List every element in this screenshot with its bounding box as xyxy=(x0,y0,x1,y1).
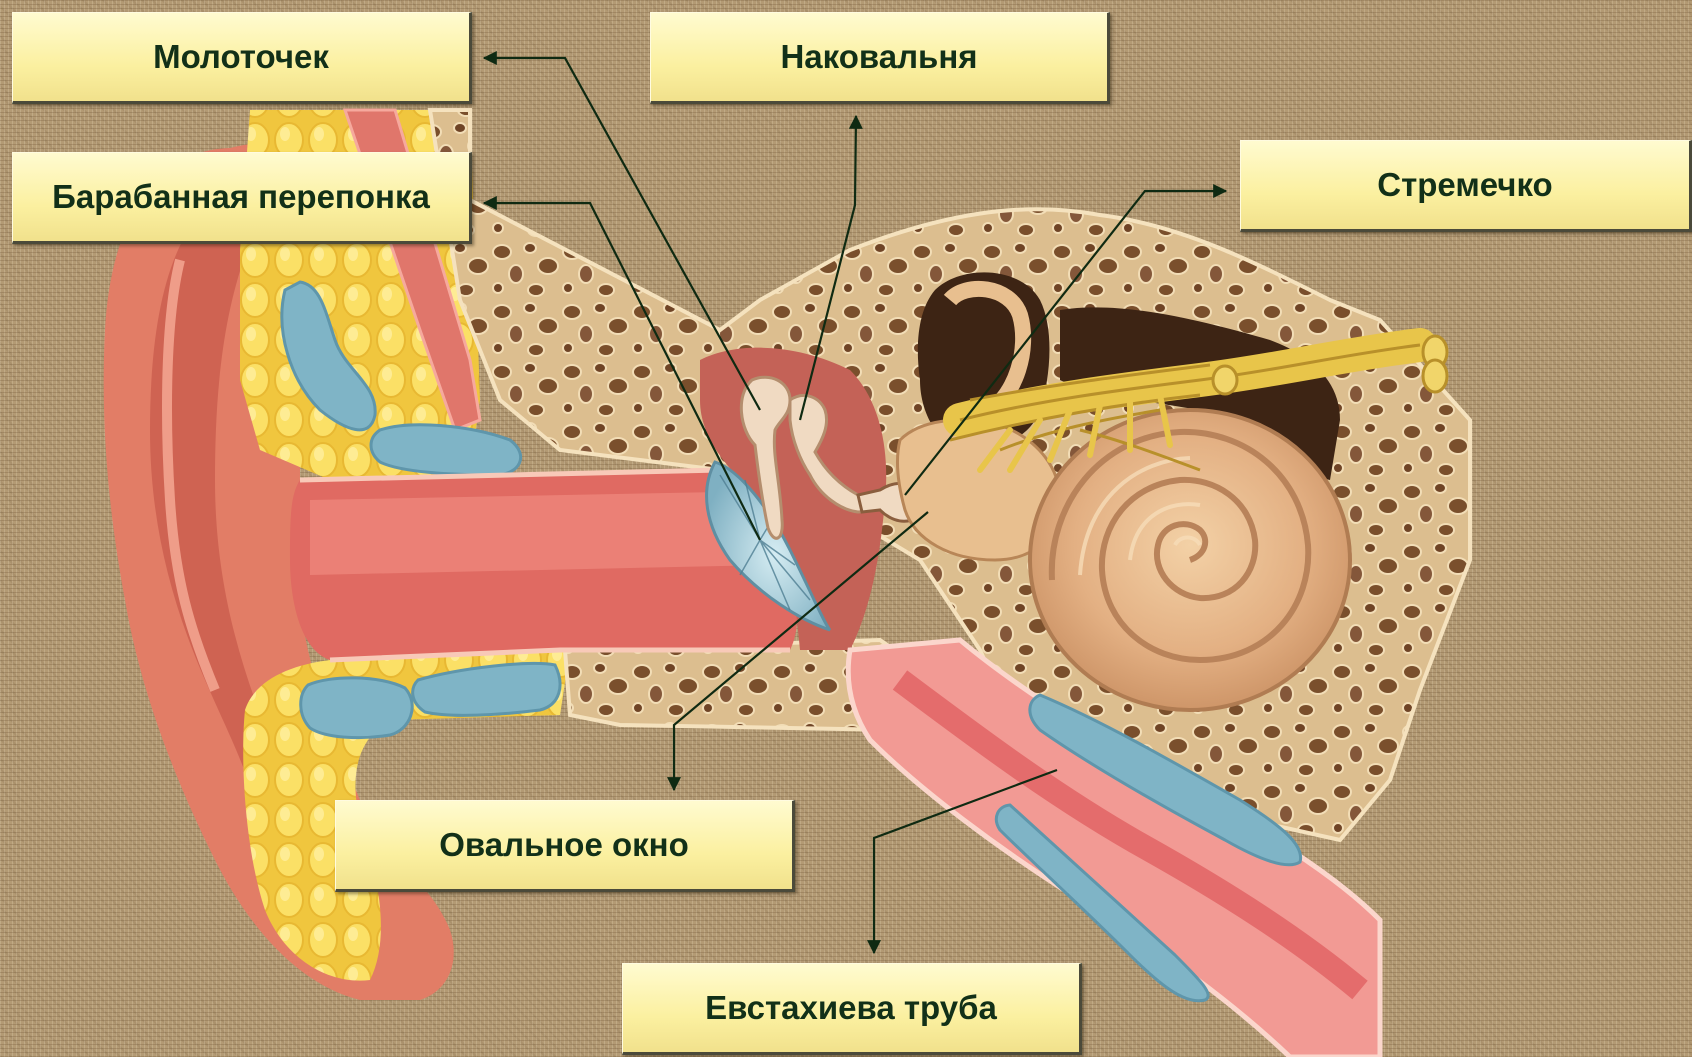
cartilage-lower-1 xyxy=(301,678,412,738)
label-eardrum: Барабанная перепонка xyxy=(12,152,472,244)
label-incus: Наковальня xyxy=(650,12,1110,104)
ear-canal-shade xyxy=(310,492,770,575)
nerve-cut-end-2 xyxy=(1423,360,1447,392)
label-malleus: Молоточек xyxy=(12,12,472,104)
nerve-cut-end-3 xyxy=(1213,366,1237,394)
cartilage-upper-2 xyxy=(371,425,521,475)
label-stapes: Стремечко xyxy=(1240,140,1692,232)
label-oval-window: Овальное окно xyxy=(335,800,795,892)
label-eustachian-tube: Евстахиева труба xyxy=(622,963,1082,1055)
